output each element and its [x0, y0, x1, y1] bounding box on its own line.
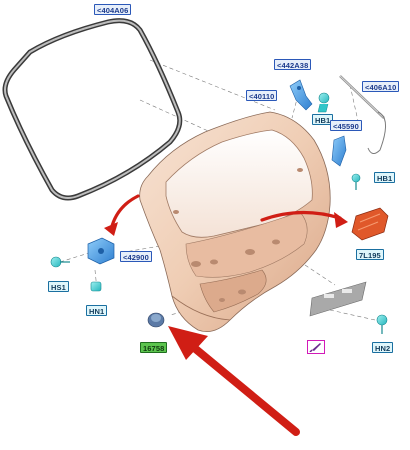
bumper-part [147, 312, 165, 328]
weatherstrip-seal [2, 18, 183, 201]
callout-hex-nut-2: HN2 [372, 342, 394, 353]
callout-striker-top: <442A38 [274, 59, 312, 70]
gas-strut [339, 75, 386, 154]
hex-nut-2-part [376, 314, 388, 334]
knife-icon [308, 343, 321, 352]
left-curved-arrow [110, 194, 140, 228]
callout-lamp: 7L195 [356, 249, 384, 260]
big-red-arrow [168, 326, 300, 436]
callout-hinge-bolt: HB1 [312, 114, 334, 125]
striker-part [289, 79, 313, 111]
bracket-part [331, 135, 347, 167]
red-arrows [110, 194, 342, 228]
callout-bumper: 16758 [140, 342, 168, 353]
tool-reference-box [307, 340, 325, 354]
callout-hinge-bolt-right: HB1 [374, 172, 396, 183]
hex-nut-part [90, 281, 102, 292]
latch-part [87, 237, 115, 265]
callout-liftgate: <40110 [246, 90, 278, 101]
callout-hex-screw: HS1 [48, 281, 69, 292]
hex-screw-part [50, 256, 70, 268]
right-hinge-bolt-part [351, 173, 361, 190]
right-curved-arrow [260, 210, 342, 222]
callout-strut-top: <406A10 [362, 81, 400, 92]
callout-bracket: <45590 [330, 120, 362, 131]
applique-part [309, 281, 367, 317]
lamp-part [351, 207, 389, 241]
callout-hex-nut: HN1 [86, 305, 108, 316]
callout-weatherstrip: <404A06 [94, 4, 132, 15]
callout-latch: <42900 [120, 251, 152, 262]
hinge-bolt-part [317, 92, 330, 113]
liftgate-panel [139, 111, 331, 333]
